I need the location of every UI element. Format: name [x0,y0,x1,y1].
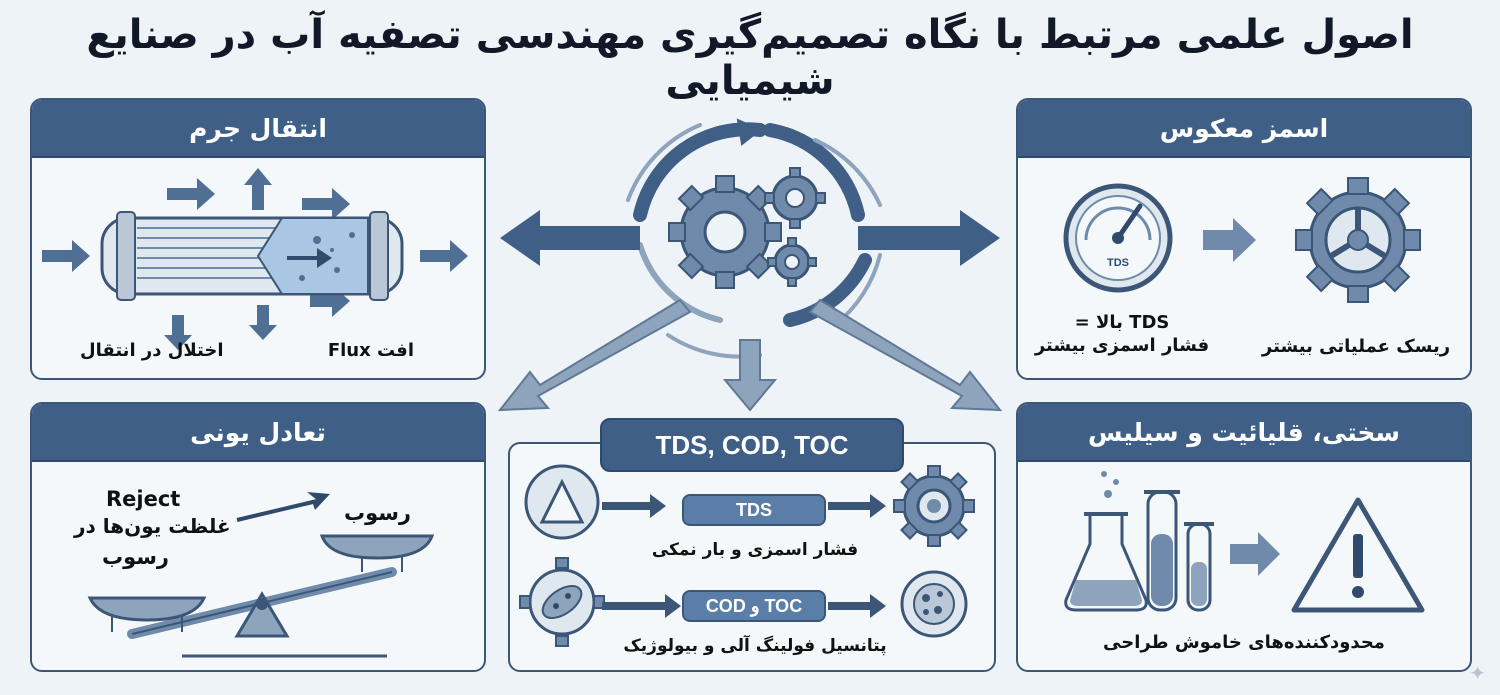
small-gear-icon [764,167,826,229]
small-gear-icon-2 [767,237,817,287]
panel-heading: اسمز معکوس [1018,100,1470,158]
panel-reverse-osmosis: اسمز معکوس TDS TDS بالا = [1016,98,1472,380]
microbe-icon [519,557,605,647]
pill-cod-toc: COD و TOC [682,590,826,622]
salt-crystal-icon [524,464,600,540]
connector-arrows [500,210,1000,266]
label-ion-concentration: غلظت یون‌ها در [74,514,231,538]
label-operational-risk: ریسک عملیاتی بیشتر [1261,336,1451,357]
test-tube-icon [1144,490,1180,612]
label-silent-limiters: محدودکننده‌های خاموش طراحی [1103,632,1385,653]
gear-icon [1295,177,1421,303]
panel-hardness: سختی، قلیائیت و سیلیس محدودکننده‌های خام… [1016,402,1472,672]
panel-heading: سختی، قلیائیت و سیلیس [1018,404,1470,462]
label-precipitate-left: رسوب [102,545,170,569]
reverse-osmosis-illustration: TDS [1063,177,1421,303]
label-transfer-disorder: اختلال در انتقال [80,340,224,361]
membrane-module-illustration [42,168,468,350]
gauge-text: TDS [1107,257,1129,269]
parameters-illustration [519,464,975,647]
biofilm-icon [900,570,968,638]
flask-icon [1064,471,1148,612]
panel-ionic-equilibrium: تعادل یونی Reject غلظت یون‌ها در رسوب رس… [30,402,486,672]
gauge-icon: TDS [1063,183,1173,293]
gear-icon [893,465,975,547]
test-tube-icon-2 [1184,522,1214,612]
sparkle-icon: ✦ [1469,661,1486,685]
label-flux-drop: افت Flux [327,340,414,361]
cycle-arrows [626,118,882,359]
balance-scale-illustration [87,492,435,658]
panel-mass-transfer: انتقال جرم افت Flux اختلال در انتقال [30,98,486,380]
center-tag: TDS, COD, TOC [600,418,904,472]
label-osmotic-salt-load: فشار اسمزی و بار نمکی [651,540,859,560]
panel-tds-cod-toc: TDS فشار اسمزی و بار نمکی COD و TOC پتان… [508,442,996,672]
panel-heading: انتقال جرم [32,100,484,158]
page-title: اصول علمی مرتبط با نگاه تصمیم‌گیری مهندس… [86,12,1414,104]
warning-icon [1291,497,1425,613]
lab-glassware-illustration [1064,471,1425,613]
connector-arrows-lower [497,298,1003,412]
label-high-tds: TDS بالا = فشار اسمزی بیشتر [1034,312,1210,356]
label-reject: Reject [106,487,181,511]
panel-heading: تعادل یونی [32,404,484,462]
label-precipitate-right: رسوب [344,501,412,525]
label-fouling-potential: پتانسیل فولینگ آلی و بیولوژیک [623,636,887,656]
gear-icon [668,175,782,289]
pill-tds: TDS [682,494,826,526]
